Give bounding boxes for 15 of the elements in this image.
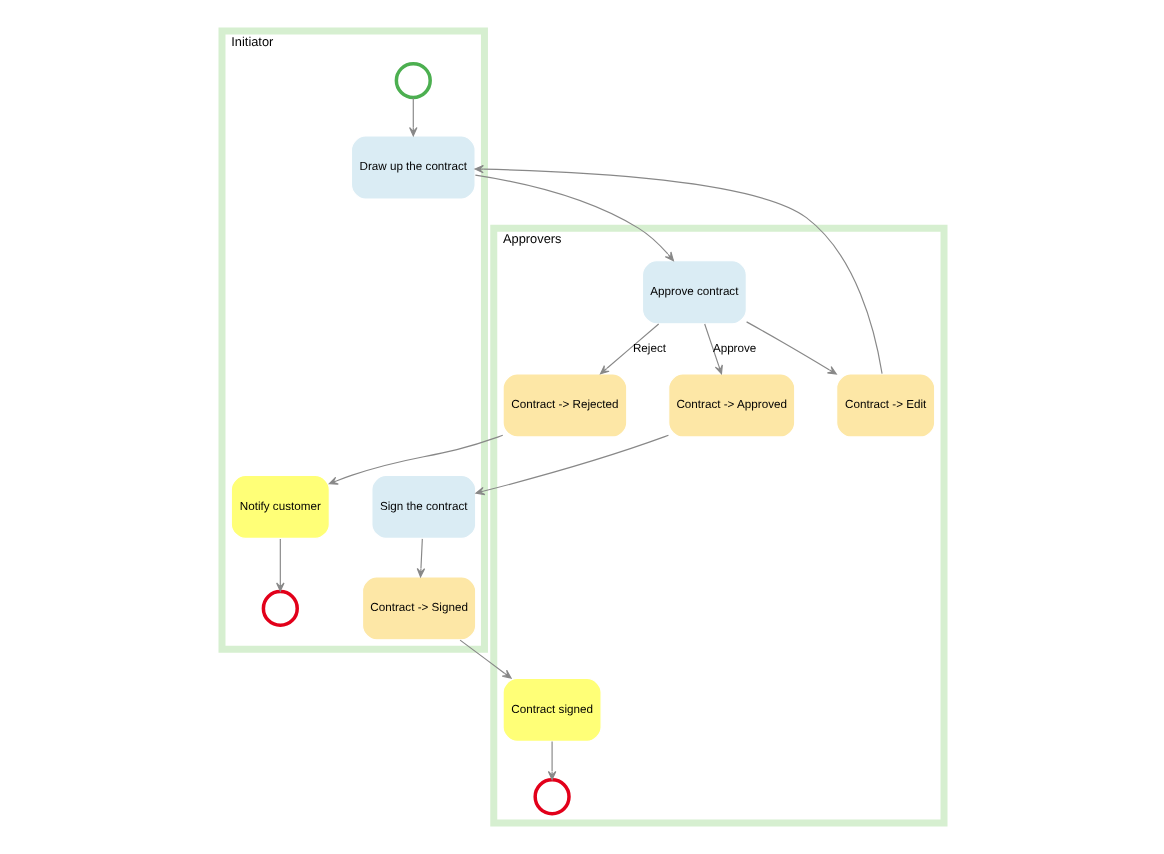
arrow <box>546 740 556 781</box>
arrow <box>703 323 722 375</box>
node-circle <box>260 589 298 628</box>
arrow <box>473 164 882 375</box>
node-circle <box>393 61 431 100</box>
arrow <box>598 323 659 375</box>
arrow <box>474 434 669 496</box>
arrow <box>745 321 836 375</box>
arrow <box>275 538 284 592</box>
arrow <box>473 174 673 262</box>
arrow <box>458 639 511 679</box>
node-circle <box>532 778 570 816</box>
arrow <box>415 538 425 578</box>
arrow <box>408 97 417 137</box>
arrow <box>327 434 503 485</box>
